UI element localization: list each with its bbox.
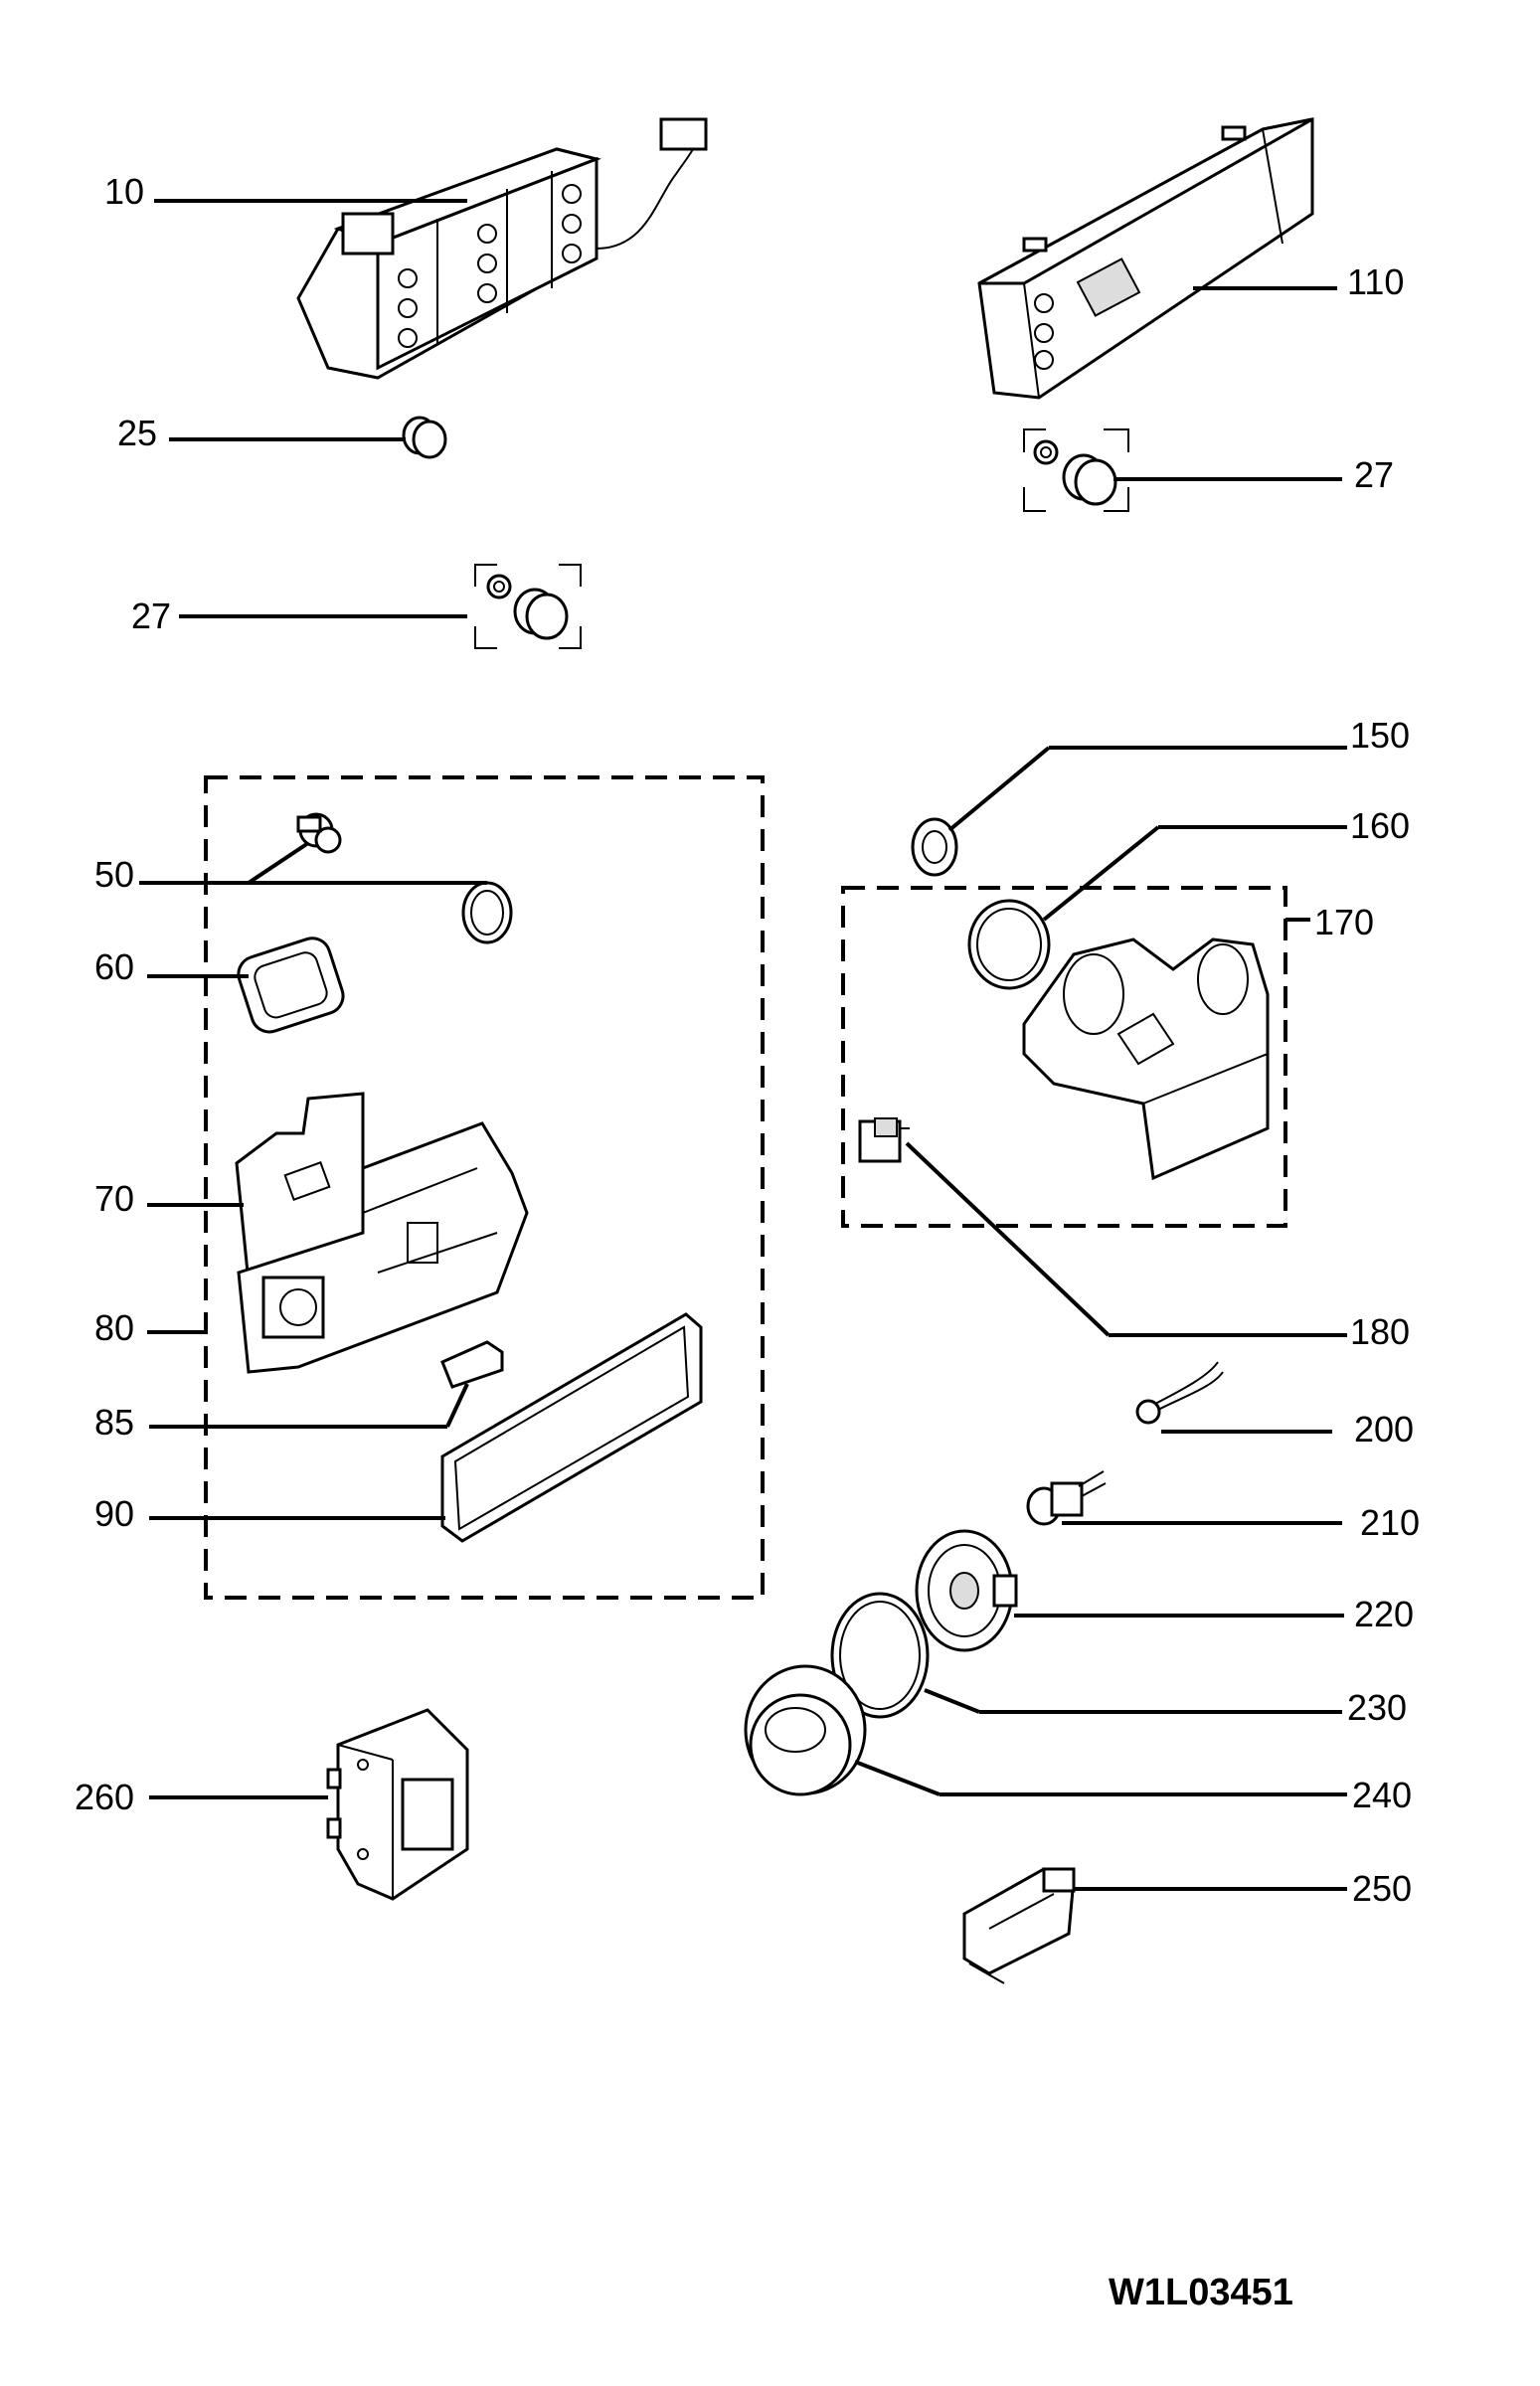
leader-lines [139, 199, 1347, 1891]
callout-10: 10 [104, 171, 144, 212]
part-240-knob [744, 1664, 867, 1796]
callout-170: 170 [1314, 902, 1374, 942]
part-110-control-panel [977, 117, 1314, 400]
drawing-code: W1L03451 [1109, 2272, 1293, 2313]
part-25-cap [402, 416, 447, 459]
callout-85: 85 [94, 1402, 134, 1443]
part-85-clip [440, 1340, 504, 1389]
part-27-buttons-right [1023, 428, 1129, 512]
callout-150: 150 [1350, 715, 1410, 756]
callout-180: 180 [1350, 1311, 1410, 1352]
part-60-gasket [237, 937, 345, 1034]
callout-27-left: 27 [131, 596, 171, 636]
callout-200: 200 [1354, 1409, 1414, 1449]
part-10-control-module [296, 117, 708, 380]
part-50-valve-ring [296, 812, 513, 944]
callout-230: 230 [1347, 1687, 1407, 1728]
part-220-knob-base [915, 1529, 1018, 1652]
callout-60: 60 [94, 946, 134, 987]
callout-220: 220 [1354, 1594, 1414, 1634]
callout-250: 250 [1352, 1868, 1412, 1909]
callout-90: 90 [94, 1493, 134, 1534]
part-27-buttons-left [474, 564, 582, 649]
assembly-box-left [204, 775, 765, 1600]
callout-240: 240 [1352, 1775, 1412, 1815]
callout-160: 160 [1350, 805, 1410, 846]
part-230-ring [830, 1592, 930, 1719]
callout-260: 260 [75, 1777, 134, 1817]
part-180-connector [858, 1117, 910, 1163]
callout-50: 50 [94, 854, 134, 895]
assembly-box-right [841, 886, 1287, 1228]
callout-80: 80 [94, 1307, 134, 1348]
callout-210: 210 [1360, 1502, 1420, 1543]
part-210-lamp [1026, 1470, 1107, 1526]
part-90-large-gasket [440, 1312, 703, 1543]
part-160-o-ring [967, 899, 1051, 990]
callout-labels: 10 25 27 110 27 150 160 170 180 200 210 … [75, 171, 1420, 2313]
callout-70: 70 [94, 1178, 134, 1219]
part-170-housing [1022, 937, 1270, 1181]
part-150-disk [911, 817, 958, 877]
callout-27-right: 27 [1354, 454, 1394, 495]
part-80-dispenser-body [237, 1121, 529, 1374]
part-200-sensor [1135, 1361, 1224, 1425]
callout-110: 110 [1347, 261, 1404, 302]
part-250-switch [962, 1867, 1076, 1984]
part-260-transformer [326, 1708, 469, 1901]
callout-25: 25 [117, 413, 157, 453]
